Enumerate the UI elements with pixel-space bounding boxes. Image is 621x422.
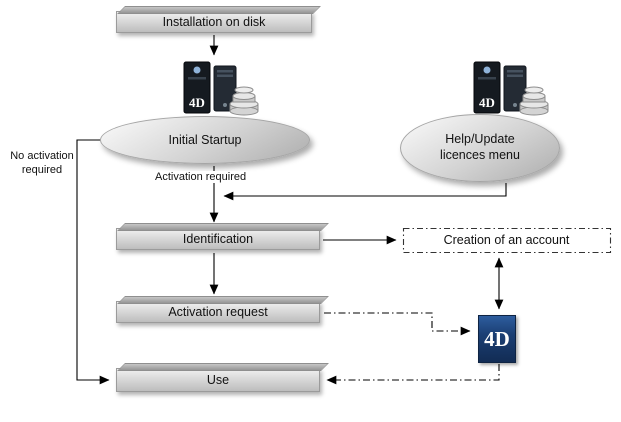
dashline-logo-to-use <box>326 364 500 385</box>
no-activation-line1: No activation <box>10 150 74 162</box>
node-initial-startup: Initial Startup <box>100 116 310 164</box>
tower-logo-text: 4D <box>479 95 495 110</box>
node-identification: Identification <box>116 228 320 250</box>
help-update-line1: Help/Update <box>445 132 515 147</box>
activation-request-label: Activation request <box>168 305 268 319</box>
computer-icons-left: 4D <box>183 61 259 116</box>
no-activation-required-label: No activation required <box>6 149 78 178</box>
no-activation-line2: required <box>21 164 63 177</box>
installation-on-disk-label: Installation on disk <box>162 15 266 29</box>
use-label: Use <box>206 373 230 387</box>
4d-logo: 4D <box>478 315 516 363</box>
line-no-activation-to-use <box>76 139 110 385</box>
node-use: Use <box>116 368 320 392</box>
disk-stack-icon <box>229 86 259 116</box>
identification-label: Identification <box>182 232 254 246</box>
help-update-menu-label: Help/Update licences menu <box>440 132 520 163</box>
creation-account-box-border <box>402 227 612 254</box>
4d-logo-text: 4D <box>484 326 510 351</box>
help-update-line2: licences menu <box>440 148 520 162</box>
node-activation-request: Activation request <box>116 301 320 323</box>
dashline-activation-to-logo <box>324 312 471 336</box>
creation-of-account-label: Creation of an account <box>443 233 570 247</box>
node-help-update-menu: Help/Update licences menu <box>400 114 560 182</box>
computer-icons-right: 4D <box>473 61 549 116</box>
initial-startup-label: Initial Startup <box>168 133 242 147</box>
computer-tower-4d-icon: 4D <box>183 61 211 114</box>
node-installation-on-disk: Installation on disk <box>116 11 312 33</box>
node-creation-of-account: Creation of an account <box>403 228 610 252</box>
tower-logo-text: 4D <box>189 95 205 110</box>
activation-required-label: Activation required <box>153 171 249 183</box>
disk-stack-icon <box>519 86 549 116</box>
line-helpmenu-to-junction <box>223 183 507 201</box>
computer-tower-4d-icon: 4D <box>473 61 501 114</box>
